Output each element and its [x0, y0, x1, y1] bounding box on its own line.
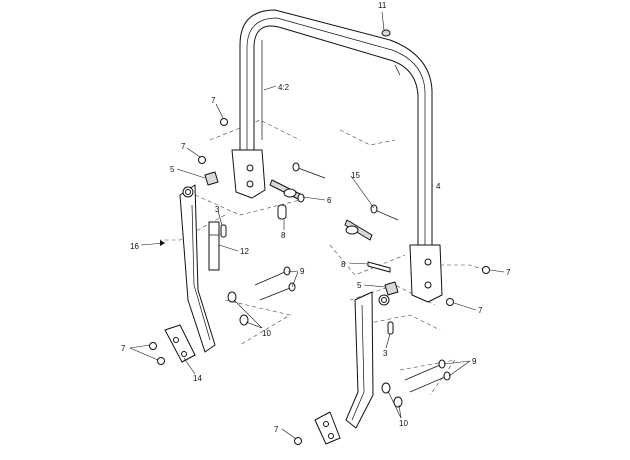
- callout-7-mid: 7: [181, 142, 186, 151]
- callout-14: 14: [193, 374, 202, 383]
- callout-7-right-b: 7: [478, 306, 483, 315]
- callout-5-right: 5: [357, 281, 362, 290]
- bolt-15-upper: [292, 162, 326, 179]
- left-upright-bracket: [179, 184, 216, 353]
- callout-7-bottom: 7: [274, 425, 279, 434]
- callout-8-left: 8: [281, 231, 286, 240]
- callout-10-left: 10: [262, 329, 271, 338]
- callout-7-top: 7: [211, 96, 216, 105]
- callout-4-2: 4:2: [278, 83, 290, 92]
- callout-11: 11: [378, 1, 387, 10]
- bolts-9-right: [404, 359, 451, 393]
- callout-10-right: 10: [399, 419, 408, 428]
- pin-6-left: [269, 179, 305, 203]
- callout-7-right-a: 7: [506, 268, 511, 277]
- callout-15: 15: [351, 171, 360, 180]
- pin-3-left: [220, 224, 227, 238]
- callout-8-right: 8: [341, 260, 346, 269]
- washers-10-left: [227, 291, 249, 326]
- pin-8-left: [277, 204, 287, 220]
- callout-9-left: 9: [300, 267, 305, 276]
- pin-8-right: [367, 261, 391, 273]
- callout-3-left: 3: [215, 205, 220, 214]
- right-mounting-plate: [314, 411, 341, 445]
- spacer-plate-12: [208, 221, 220, 271]
- bolt-15-lower: [370, 204, 399, 221]
- left-hoop-bracket: [231, 149, 266, 199]
- arrow-16: [160, 240, 165, 246]
- right-upright-bracket: [345, 291, 390, 429]
- callout-12: 12: [240, 247, 249, 256]
- callout-5-left: 5: [170, 165, 175, 174]
- pin-3-right: [387, 321, 394, 335]
- right-hoop-bracket: [409, 244, 443, 303]
- callout-16: 16: [130, 242, 139, 251]
- callout-4: 4: [436, 182, 441, 191]
- callout-9-right: 9: [472, 357, 477, 366]
- nuts-7: [149, 118, 490, 445]
- washers-10-right: [381, 382, 403, 408]
- callout-6: 6: [327, 196, 332, 205]
- end-cap-11: [381, 29, 391, 37]
- callout-labels: 11 4:2 7 7 5 15 4 6 3 8 16 12 8 7 9 5 7 …: [121, 1, 511, 434]
- clip-5-left: [204, 171, 219, 186]
- left-mounting-plate: [164, 324, 196, 363]
- pin-6-right: [344, 219, 373, 241]
- clip-5-right: [384, 281, 399, 296]
- bolts-9-left: [254, 266, 296, 301]
- callout-3-right: 3: [383, 349, 388, 358]
- callout-7-bottom-left: 7: [121, 344, 126, 353]
- roll-bar-hoop: [239, 9, 433, 256]
